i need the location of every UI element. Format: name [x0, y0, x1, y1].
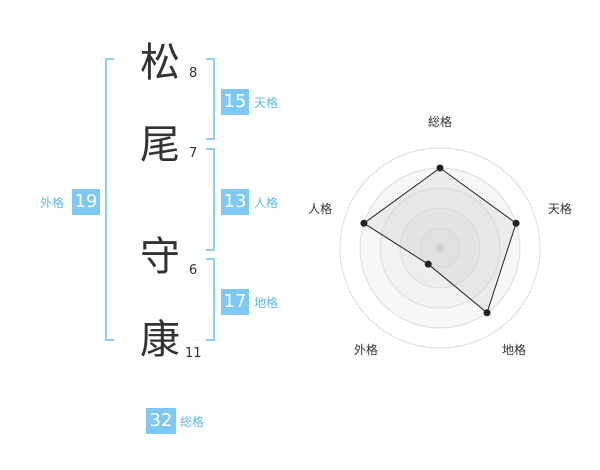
stroke-count-1: 8 — [189, 66, 198, 81]
radar-axis-label-4: 外格 — [354, 342, 378, 357]
name-char-3: 守 — [140, 234, 180, 280]
radar-axis-label-3: 地格 — [502, 342, 526, 357]
tenkaku-value: 15 — [221, 89, 249, 115]
jinkaku-value: 13 — [221, 189, 249, 215]
radar-axis-label-1: 総格 — [428, 114, 452, 129]
tenkaku-label: 天格 — [254, 96, 279, 110]
radar-axis-label-2: 天格 — [548, 201, 572, 216]
soukaku-value: 32 — [146, 408, 176, 434]
name-char-4: 康 — [140, 317, 180, 363]
jinkaku-bracket — [206, 148, 215, 251]
stroke-count-3: 6 — [189, 263, 198, 278]
radar-center — [436, 244, 444, 252]
radar-point-1 — [436, 164, 444, 172]
radar-data-polygon — [363, 167, 517, 314]
name-char-1: 松 — [140, 40, 180, 86]
stroke-count-2: 7 — [189, 146, 198, 161]
radar-point-4 — [424, 260, 432, 268]
chikaku-bracket — [206, 258, 215, 341]
chikaku-value: 17 — [221, 289, 249, 315]
name-char-2: 尾 — [140, 122, 180, 168]
stroke-count-4: 11 — [185, 346, 202, 361]
radar-point-2 — [512, 219, 520, 227]
soukaku-label: 総格 — [180, 415, 205, 429]
tenkaku-bracket — [206, 58, 215, 140]
chikaku-label: 地格 — [254, 296, 279, 310]
radar-axis-label-5: 人格 — [308, 201, 332, 216]
jinkaku-label: 人格 — [254, 196, 279, 210]
gaikaku-label: 外格 — [40, 196, 65, 210]
radar-point-3 — [483, 309, 491, 317]
gaikaku-bracket — [105, 58, 114, 341]
radar-point-5 — [360, 219, 368, 227]
gaikaku-value: 19 — [72, 189, 100, 215]
